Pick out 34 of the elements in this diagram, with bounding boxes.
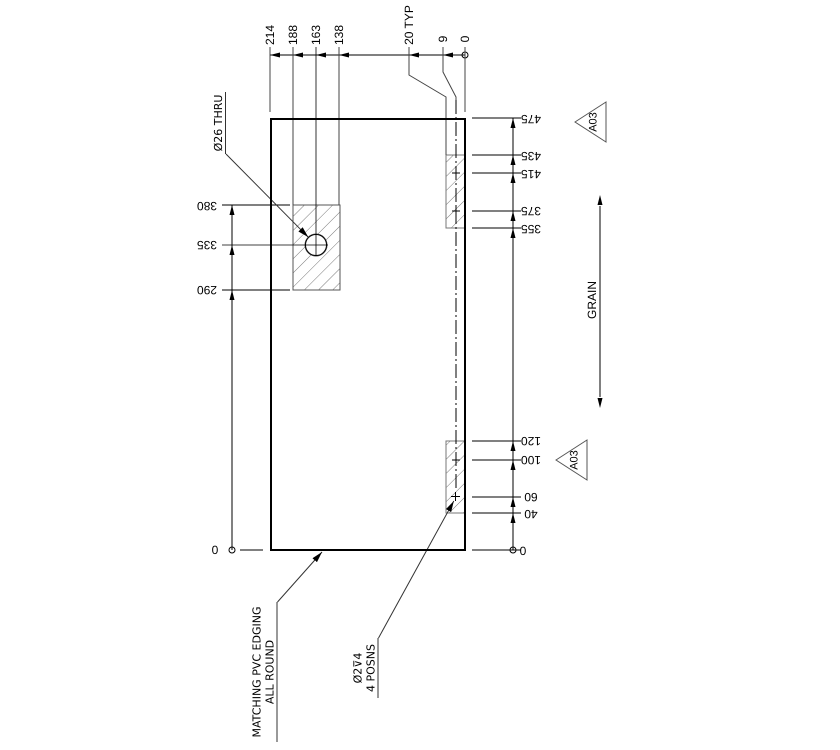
leader-line — [378, 500, 454, 638]
revision-triangle — [574, 101, 607, 143]
dimension-value: 20 TYP — [403, 5, 415, 45]
leader-line — [277, 552, 322, 602]
dimension-value: 435 — [520, 150, 542, 162]
dimension-value: 188 — [287, 24, 299, 46]
leader-note: Ø26 THRU — [212, 92, 226, 154]
hole-circle — [304, 234, 326, 256]
leader-line — [226, 154, 309, 238]
dimension-value: 9 — [437, 36, 449, 42]
dimension-value: 0 — [459, 36, 471, 42]
revision-triangle — [555, 439, 588, 481]
dimension-value: 138 — [333, 24, 345, 46]
dimension-value: 475 — [520, 113, 542, 125]
revision-code: A03 — [588, 112, 600, 132]
dimension-value: 335 — [196, 239, 218, 251]
dimension-value: 120 — [520, 435, 542, 447]
dimension-value: 355 — [520, 223, 542, 235]
dimension-value: 100 — [520, 454, 542, 466]
leader-note: Ø2⊽4 4 POSNS — [352, 638, 378, 698]
dimension-value: 415 — [520, 168, 542, 180]
revision-code: A03 — [570, 450, 581, 470]
dimension-value: 375 — [520, 205, 542, 217]
dowel-hole-mark — [451, 492, 460, 501]
dimension-value: 0 — [212, 544, 218, 556]
dimension-value: 163 — [310, 24, 322, 46]
leader-note: MATCHING PVC EDGING ALL ROUND — [250, 602, 278, 742]
dimension-value: 380 — [196, 200, 218, 212]
dimension-value: 40 — [524, 508, 538, 520]
dimension-value: 214 — [264, 24, 276, 46]
dimension-value: 60 — [524, 491, 538, 503]
panel-outline — [270, 118, 466, 551]
dimension-value: 290 — [196, 284, 218, 296]
grain-label: GRAIN — [586, 281, 598, 319]
